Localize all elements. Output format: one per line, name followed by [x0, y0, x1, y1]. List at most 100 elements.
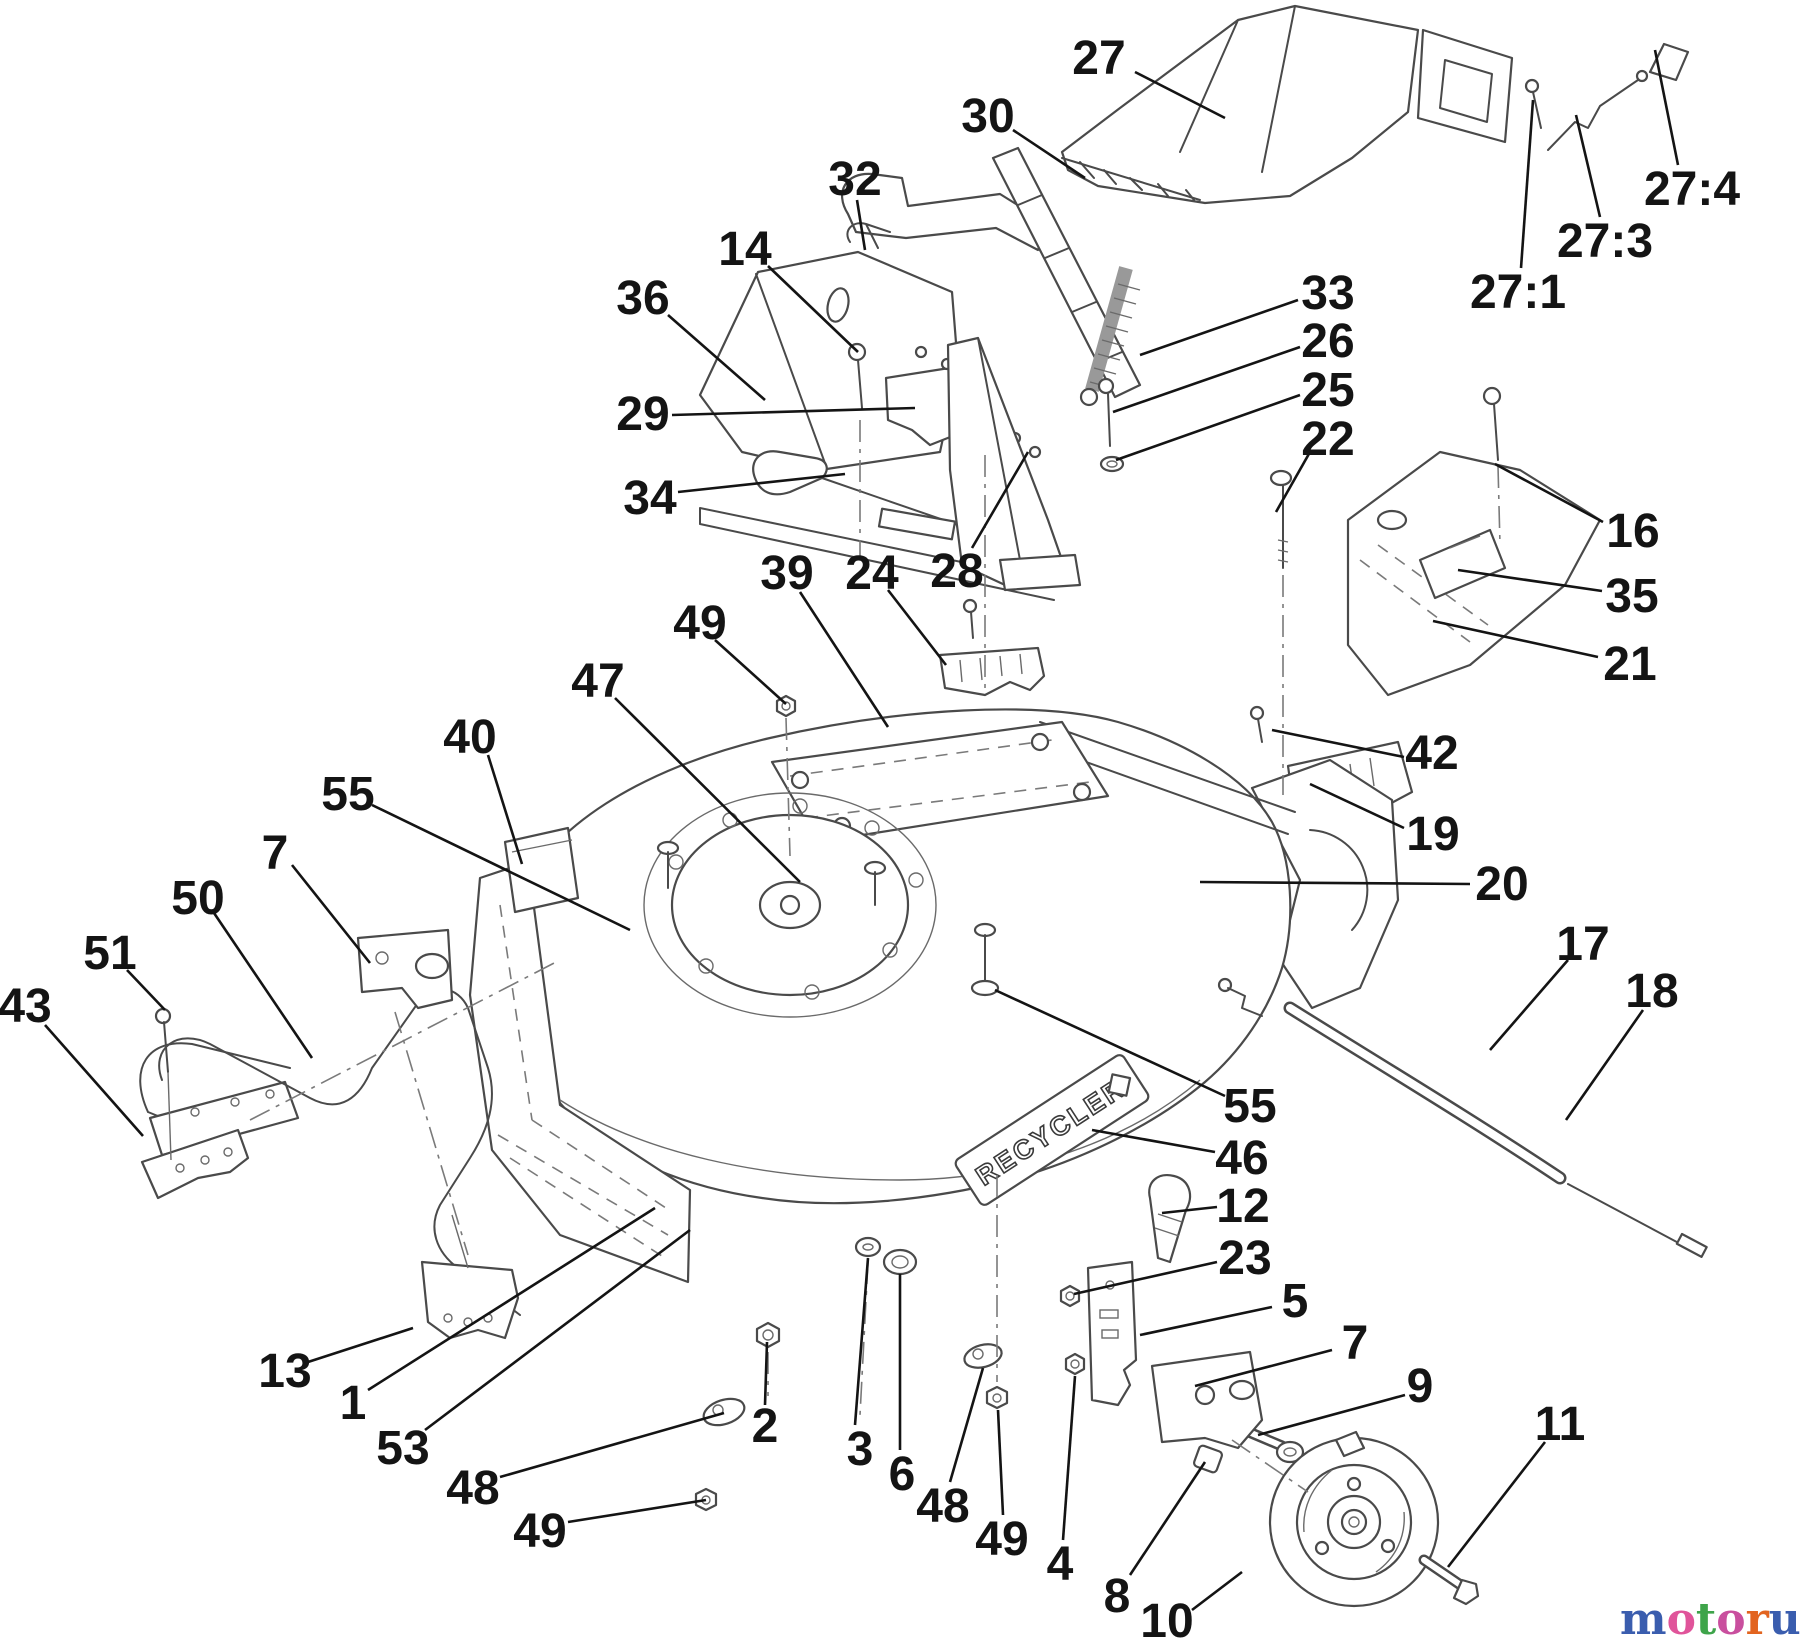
callout-9-39: 9 [1407, 1360, 1434, 1413]
callout-17-31: 17 [1556, 918, 1609, 971]
leader-line-19-29 [1309, 782, 1405, 830]
leader-line-22-10 [1274, 451, 1312, 513]
leader-line-47-21 [614, 697, 801, 883]
callout-7-24: 7 [262, 827, 289, 880]
callout-35-15: 35 [1605, 570, 1658, 623]
callout-30-1: 30 [961, 90, 1014, 143]
leader-line-9-39 [1257, 1393, 1406, 1437]
alignment-lines [249, 420, 1501, 1493]
callout-7-38: 7 [1342, 1317, 1369, 1370]
leader-line-48-44 [499, 1411, 725, 1479]
callout-11-40: 11 [1535, 1398, 1586, 1451]
leader-line-10-53 [1191, 1570, 1243, 1612]
callout-18-32: 18 [1625, 965, 1678, 1018]
leader-line-27-1-11 [1519, 99, 1535, 269]
leader-line-27-0 [1134, 70, 1226, 120]
leader-line-40-22 [486, 754, 524, 865]
callout-42-28: 42 [1405, 727, 1458, 780]
leader-line-11-40 [1446, 1441, 1547, 1568]
leader-line-8-52 [1128, 1461, 1207, 1576]
leader-line-49-50 [996, 1409, 1005, 1516]
leader-line-7-38 [1194, 1348, 1333, 1388]
discharge-chute [1060, 4, 1514, 205]
leader-line-17-31 [1489, 959, 1569, 1051]
callout-19-29: 19 [1406, 808, 1459, 861]
callout-2-46: 2 [752, 1400, 779, 1453]
leader-line-2-46 [763, 1341, 769, 1406]
callout-55-23: 55 [321, 768, 374, 821]
leader-line-43-27 [44, 1024, 144, 1137]
callout-28-19: 28 [930, 545, 983, 598]
callout-8-52: 8 [1104, 1570, 1131, 1623]
callout-34-6: 34 [623, 472, 677, 525]
leader-line-16-14 [1494, 462, 1604, 524]
leader-line-33-7 [1139, 298, 1299, 357]
callout-16-14: 16 [1606, 505, 1659, 558]
leader-line-13-41 [307, 1326, 414, 1364]
leader-line-46-34 [1091, 1128, 1216, 1154]
leader-line-25-9 [1115, 393, 1301, 462]
leader-line-23-36 [1073, 1260, 1218, 1296]
artwork: RECYCLER [139, 4, 1708, 1608]
callout-4-51: 4 [1047, 1538, 1074, 1591]
callout-49-20: 49 [673, 597, 726, 650]
callout-3-47: 3 [847, 1423, 874, 1476]
callout-43-27: 43 [0, 980, 52, 1033]
callout-40-22: 40 [443, 711, 496, 764]
callout-12-35: 12 [1216, 1180, 1269, 1233]
callout-39-17: 39 [760, 547, 813, 600]
leader-line-3-47 [853, 1257, 870, 1426]
callout-27-0: 27 [1072, 32, 1125, 85]
leader-line-14-3 [767, 265, 859, 353]
leader-line-28-19 [970, 451, 1030, 549]
callout-48-44: 48 [446, 1462, 499, 1515]
callout-49-45: 49 [513, 1505, 566, 1558]
callout-46-34: 46 [1215, 1132, 1268, 1185]
bottom-hardware [694, 1174, 1305, 1512]
cables [1217, 977, 1708, 1258]
leader-line-50-25 [212, 912, 314, 1059]
leader-line-35-15 [1457, 568, 1603, 593]
leader-line-53-43 [424, 1228, 691, 1432]
leader-line-51-26 [126, 969, 166, 1011]
callout-6-48: 6 [889, 1448, 916, 1501]
left-linkage [139, 928, 521, 1340]
callout-1-42: 1 [340, 1377, 367, 1430]
leader-line-39-17 [798, 591, 890, 728]
leader-line-49-45 [567, 1498, 707, 1524]
callout-20-30: 20 [1475, 858, 1528, 911]
leader-line-5-37 [1139, 1305, 1273, 1337]
leader-line-29-5 [671, 406, 916, 417]
callout-26-8: 26 [1301, 315, 1354, 368]
motoruf-logo: motoruf.de [1620, 1594, 1800, 1645]
callout-5-37: 5 [1282, 1275, 1309, 1328]
callout-23-36: 23 [1218, 1232, 1271, 1285]
callout-29-5: 29 [616, 388, 669, 441]
callout-25-9: 25 [1301, 364, 1354, 417]
leader-line-1-42 [367, 1206, 656, 1392]
callout-24-18: 24 [845, 547, 899, 600]
leader-line-30-1 [1012, 128, 1086, 180]
callout-47-21: 47 [571, 655, 624, 708]
callout-55-33: 55 [1223, 1080, 1276, 1133]
upper-panel-assembly [698, 222, 1082, 601]
chute-hardware [1524, 42, 1690, 151]
leader-line-36-4 [667, 314, 766, 401]
leader-line-55-33 [994, 988, 1226, 1098]
leader-line-55-23 [371, 803, 631, 932]
callout-13-41: 13 [258, 1345, 311, 1398]
callout-layer: 273032143629343326252227:127:327:4163521… [0, 32, 1740, 1648]
leader-line-34-6 [677, 472, 846, 494]
leader-line-26-8 [1112, 345, 1301, 414]
leader-line-4-51 [1061, 1375, 1077, 1541]
callout-33-7: 33 [1301, 267, 1354, 320]
callout-22-10: 22 [1301, 413, 1354, 466]
callout-53-43: 53 [376, 1422, 429, 1475]
leader-line-21-16 [1432, 619, 1599, 659]
leader-line-49-20 [714, 639, 787, 705]
leader-line-24-18 [886, 589, 948, 666]
leader-line-18-32 [1564, 1009, 1645, 1121]
handle-lever [841, 146, 1142, 407]
